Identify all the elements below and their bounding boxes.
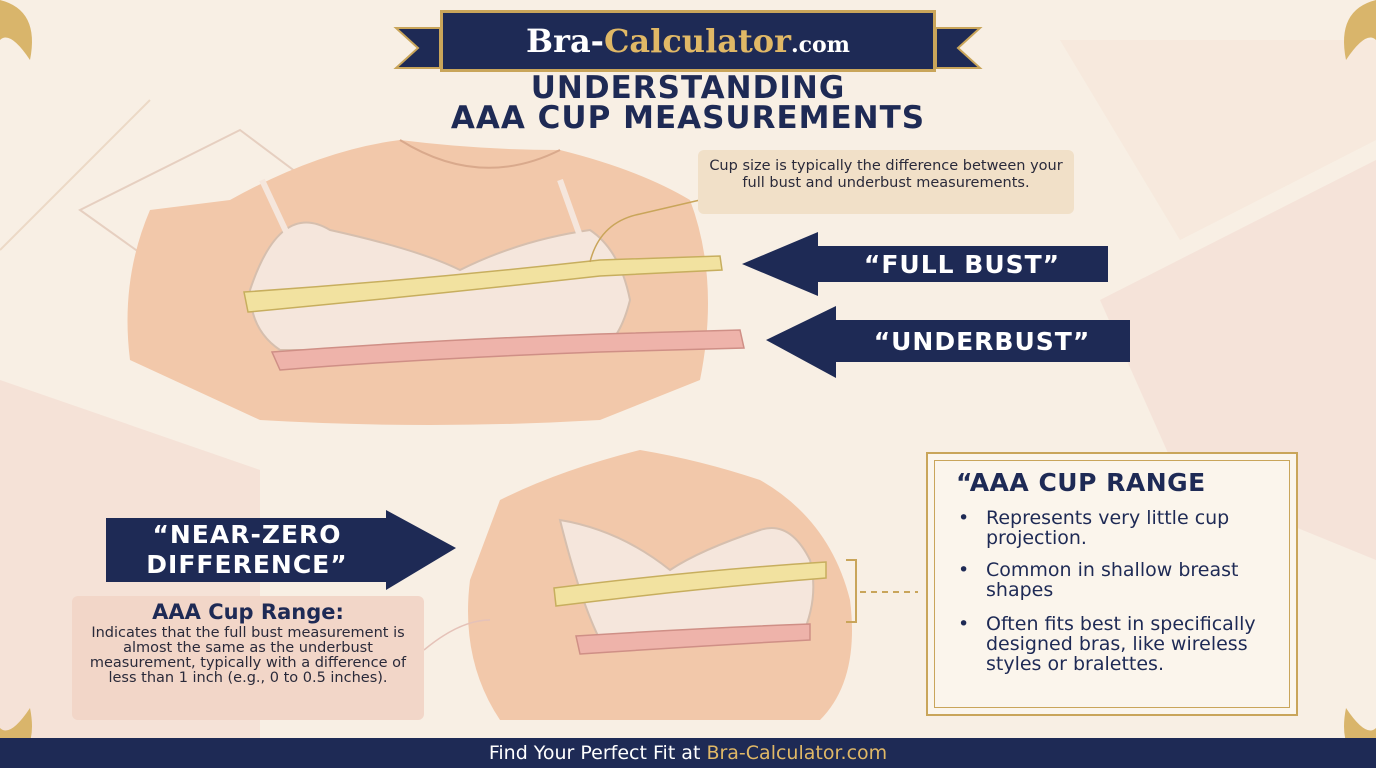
list-item: • Represents very little cup projection. — [958, 508, 1278, 548]
leaf-ornament-icon — [1344, 0, 1376, 60]
info-panel-title: “AAA CUP RANGE — [956, 468, 1206, 497]
bullet-icon: • — [958, 507, 970, 529]
aaa-range-title: AAA Cup Range: — [152, 600, 344, 624]
full-bust-label: “FULL BUST” — [816, 246, 1108, 282]
list-item: • Common in shallow breast shapes — [958, 560, 1278, 600]
footer-bar: Find Your Perfect Fit at Bra-Calculator.… — [0, 738, 1376, 768]
leaf-ornament-icon — [0, 0, 32, 60]
site-logo-banner: Bra-Calculator.com — [440, 10, 936, 72]
aaa-range-card: AAA Cup Range: Indicates that the full b… — [72, 596, 424, 720]
logo-domain: .com — [790, 32, 850, 58]
site-logo: Bra-Calculator.com — [526, 22, 850, 60]
list-item-text: Represents very little cup projection. — [986, 507, 1230, 549]
footer-text: Find Your Perfect Fit at — [488, 742, 707, 764]
underbust-label: “UNDERBUST” — [834, 320, 1130, 362]
list-item-text: Common in shallow breast shapes — [986, 559, 1239, 601]
list-item: • Often fits best in specifically design… — [958, 614, 1278, 674]
footer-link[interactable]: Bra-Calculator.com — [706, 742, 888, 764]
page-title-line2: AAA CUP MEASUREMENTS — [450, 100, 926, 136]
cup-size-callout: Cup size is typically the difference bet… — [698, 150, 1074, 214]
page-title-line1: UNDERSTANDING — [530, 70, 846, 106]
list-item-text: Often fits best in specifically designed… — [986, 613, 1256, 675]
near-zero-line2: DIFFERENCE” — [146, 550, 348, 579]
aaa-range-description: Indicates that the full bust measurement… — [89, 625, 407, 686]
near-zero-difference-label: “NEAR-ZERO DIFFERENCE” — [106, 518, 388, 582]
aaa-info-panel: “AAA CUP RANGE • Represents very little … — [926, 452, 1298, 716]
logo-accent: Calculator — [603, 22, 791, 60]
info-panel-frame — [934, 460, 1290, 708]
bullet-icon: • — [958, 613, 970, 635]
near-zero-line1: “NEAR-ZERO — [152, 520, 342, 549]
logo-main: Bra- — [526, 22, 604, 60]
bullet-icon: • — [958, 559, 970, 581]
